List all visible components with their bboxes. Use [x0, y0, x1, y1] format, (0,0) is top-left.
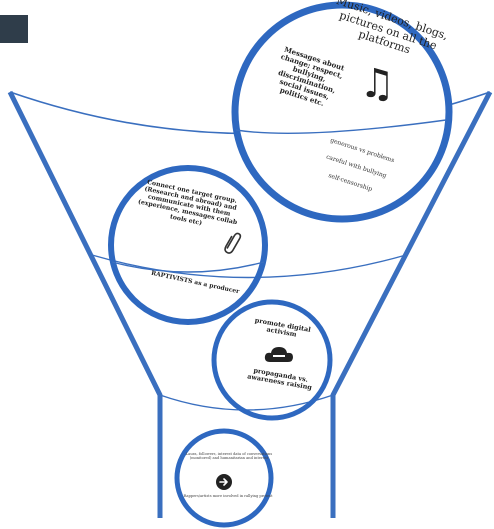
bottom-circle-text: Laura, followers, interest data of conve… — [185, 452, 273, 461]
funnel-layer-1-inside — [111, 261, 265, 273]
circle-lower — [211, 299, 333, 421]
bottom-circle-bottom-text: Rappers/artists more involved in rallyin… — [183, 494, 273, 498]
music-note-icon: ♫ — [359, 61, 395, 107]
corner-tab — [0, 15, 28, 43]
circle-middle — [108, 165, 268, 325]
cloud-icon — [262, 344, 296, 366]
circle-bottom — [174, 428, 274, 528]
arrow-right-icon — [216, 474, 232, 490]
funnel-layer-1 — [91, 254, 407, 279]
circle-top — [231, 1, 453, 223]
funnel-rim-inside — [235, 119, 447, 135]
paperclip-icon — [215, 227, 248, 264]
